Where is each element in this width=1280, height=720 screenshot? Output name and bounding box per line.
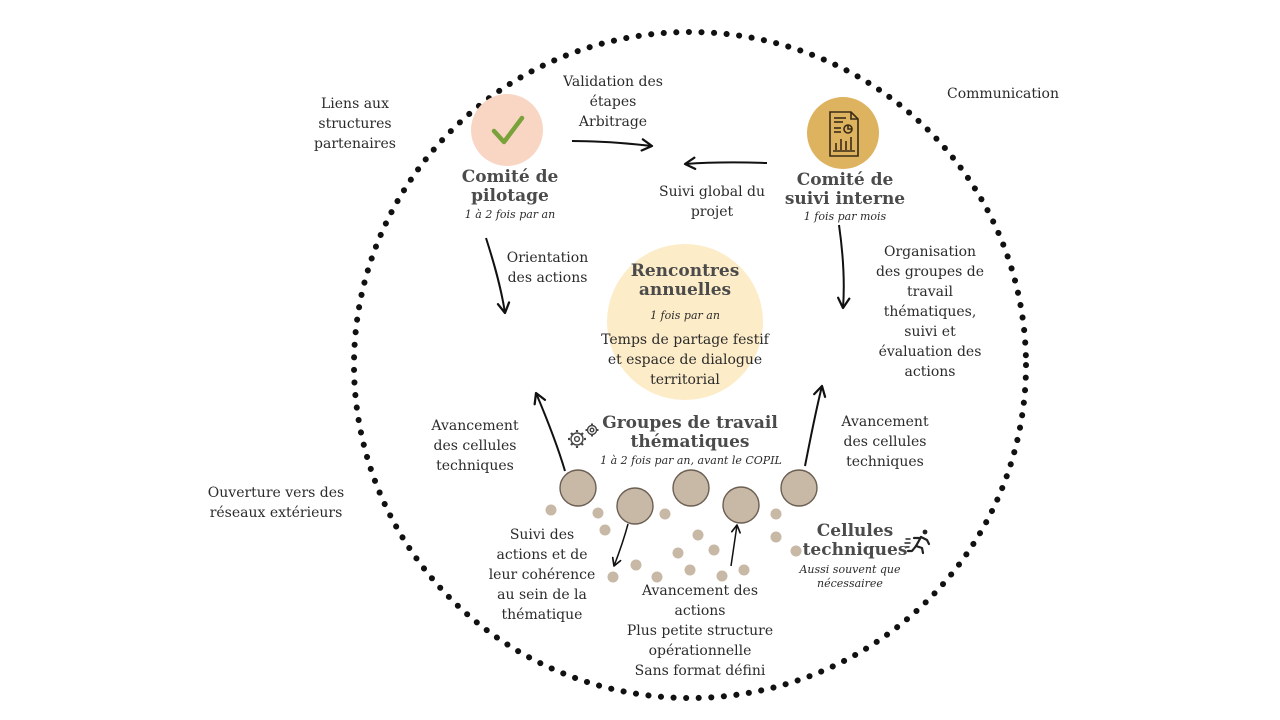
- comite-suivi-title: Comité de suivi interne: [784, 170, 906, 209]
- technical-cell-dot: [672, 547, 684, 559]
- working-group-bubble: [616, 487, 654, 525]
- avancement-actions-label: Avancement des actions Plus petite struc…: [626, 583, 774, 679]
- rencontres-circle: [607, 244, 763, 400]
- arrow-avancement-right: [804, 384, 827, 467]
- avancement-cellules-right-label: Avancement des cellules techniques: [841, 414, 929, 470]
- validation-arbitrage-label: Validation des étapes Arbitrage: [563, 74, 663, 130]
- technical-cell-dot: [592, 507, 604, 519]
- comite-pilotage-frequency: 1 à 2 fois par an: [464, 208, 556, 221]
- working-group-bubble: [722, 486, 760, 524]
- organisation-groupes-label: Organisation des groupes de travail thém…: [875, 244, 985, 380]
- running-person-icon: [904, 529, 931, 555]
- rencontres-description: Temps de partage festif et espace de dia…: [601, 332, 769, 388]
- technical-cell-dot: [770, 531, 782, 543]
- arrow-avancement-left: [533, 391, 566, 472]
- comite-suivi-circle: [807, 97, 879, 169]
- communication-label: Communication: [947, 86, 1059, 102]
- comite-pilotage-circle: [471, 94, 543, 166]
- working-group-bubbles: [559, 469, 818, 525]
- gears-icon: [568, 423, 599, 448]
- working-group-bubble: [559, 469, 597, 507]
- technical-cell-dot: [599, 524, 611, 536]
- technical-cell-dot: [716, 570, 728, 582]
- groupes-travail-frequency: 1 à 2 fois par an, avant le COPIL: [600, 454, 782, 467]
- liens-structures-label: Liens aux structures partenaires: [314, 96, 396, 152]
- technical-cell-dot: [545, 504, 557, 516]
- technical-cell-dot: [684, 564, 696, 576]
- technical-cell-dot: [651, 571, 663, 583]
- technical-cell-dot: [607, 571, 619, 583]
- suivi-global-label: Suivi global du projet: [658, 184, 765, 220]
- report-document-icon: [829, 111, 859, 157]
- arrow-organisation: [837, 224, 851, 310]
- rencontres-title: Rencontres annuelles: [630, 261, 740, 300]
- technical-cell-dot: [738, 564, 750, 576]
- working-group-bubble: [672, 469, 710, 507]
- comite-suivi-frequency: 1 fois par mois: [803, 210, 887, 223]
- technical-cell-dot: [790, 545, 802, 557]
- cellules-techniques-title: Cellules techniques: [802, 521, 908, 560]
- checkmark-icon: [491, 115, 525, 145]
- arrow-validation: [571, 138, 654, 152]
- arrow-avancement-actions: [730, 524, 741, 567]
- comite-pilotage-title: Comité de pilotage: [461, 167, 559, 206]
- rencontres-frequency: 1 fois par an: [650, 309, 720, 322]
- orientation-actions-label: Orientation des actions: [506, 250, 589, 286]
- arrow-orientation: [485, 237, 511, 315]
- suivi-actions-label: Suivi des actions et de leur cohérence a…: [488, 527, 596, 623]
- ouverture-reseaux-label: Ouverture vers des réseaux extérieurs: [207, 485, 345, 521]
- groupes-travail-title: Groupes de travail thématiques: [602, 413, 778, 452]
- technical-cell-dot: [770, 508, 782, 520]
- avancement-cellules-left-label: Avancement des cellules techniques: [431, 418, 519, 474]
- arrow-suivi-global: [683, 156, 768, 170]
- technical-cell-dot: [630, 559, 642, 571]
- outer-dotted-boundary: [351, 29, 1029, 701]
- working-group-bubble: [780, 469, 818, 507]
- technical-cell-dot: [659, 508, 671, 520]
- arrow-suivi-actions: [611, 523, 629, 567]
- cellules-techniques-frequency: Aussi souvent que nécessairee: [799, 563, 901, 590]
- technical-cell-dot: [708, 544, 720, 556]
- technical-cell-dot: [692, 529, 704, 541]
- technical-cell-dots: [545, 504, 802, 583]
